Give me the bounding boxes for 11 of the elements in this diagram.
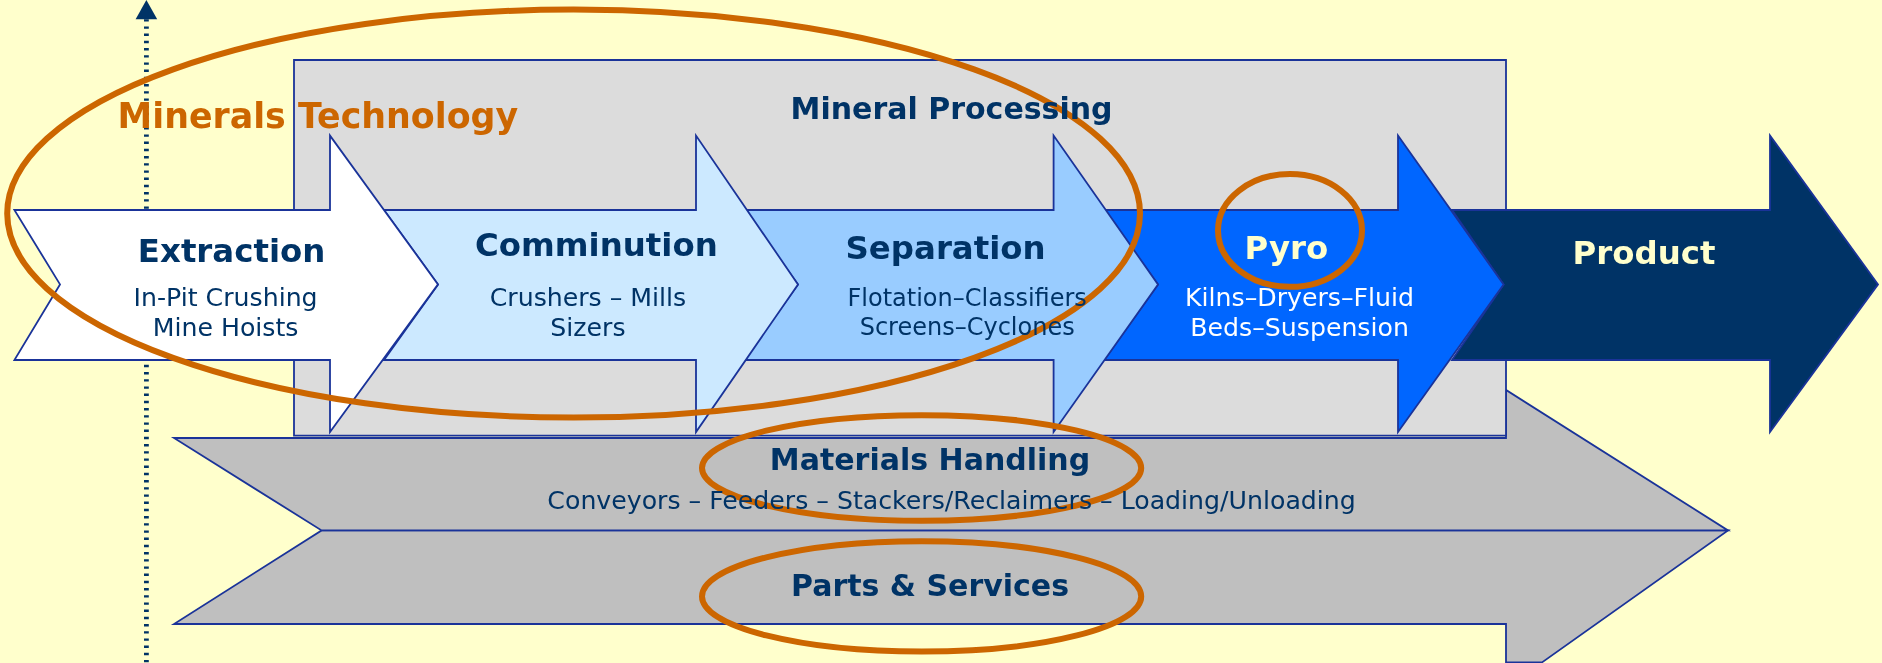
stage-description: Crushers – Mills Sizers	[488, 283, 688, 344]
stage-title: Materials Handling	[768, 442, 1092, 479]
stage-description: In-Pit Crushing Mine Hoists	[132, 283, 319, 344]
highlight-label: Minerals Technology	[117, 96, 519, 138]
stage-title: Extraction	[136, 231, 327, 271]
stage-title: Comminution	[474, 225, 719, 265]
stage-title: Product	[1571, 234, 1717, 273]
stage-title: Separation	[844, 229, 1047, 269]
stage-description: Kilns–Dryers–Fluid Beds–Suspension	[1184, 283, 1416, 344]
stage-title: Pyro	[1243, 229, 1330, 269]
stage-title: Parts & Services	[789, 568, 1070, 605]
